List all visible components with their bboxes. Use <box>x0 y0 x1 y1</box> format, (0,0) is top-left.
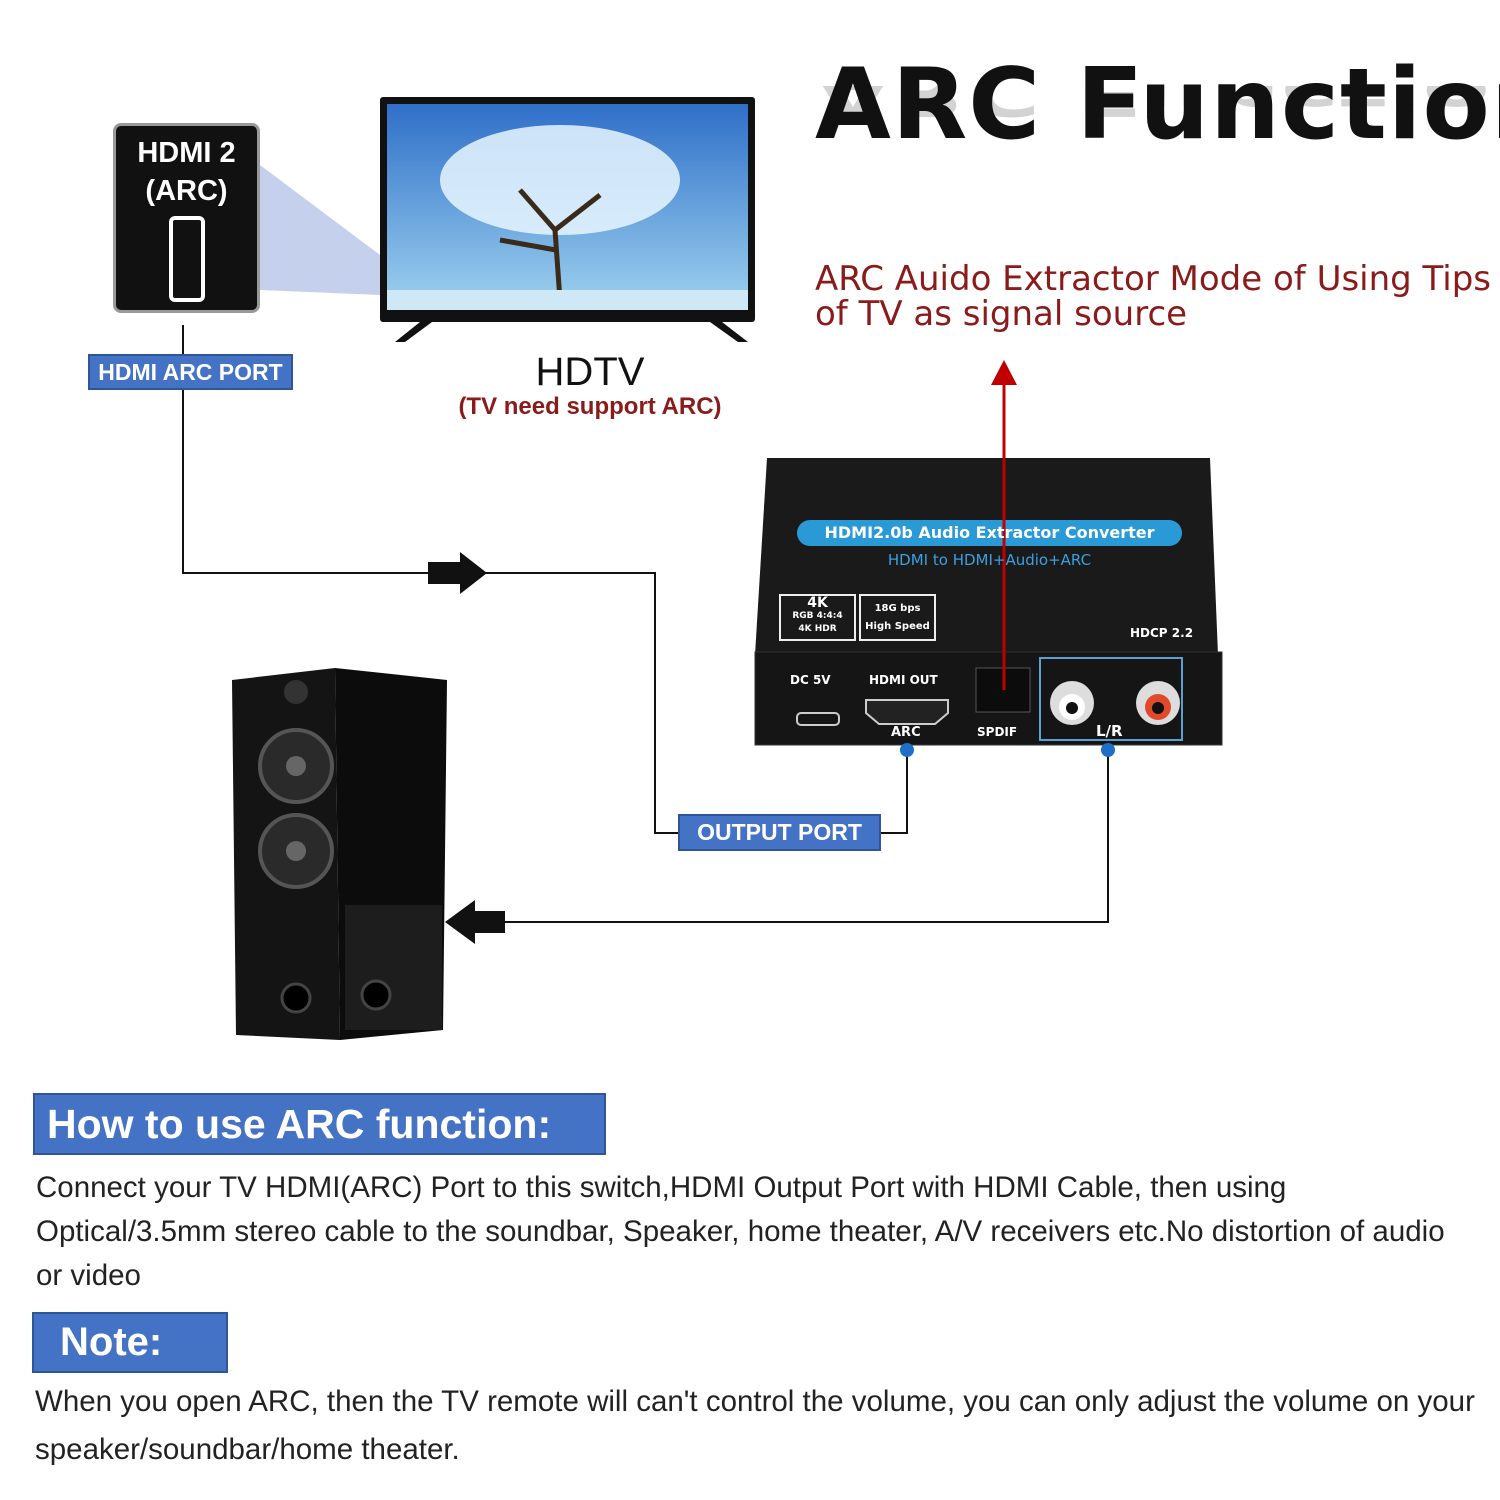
note-heading: Note: <box>32 1312 228 1373</box>
howto-heading: How to use ARC function: <box>33 1093 606 1155</box>
usage-tip: ARC Auido Extractor Mode of Using Tips o… <box>815 262 1495 332</box>
page-title: ARC Function <box>815 48 1500 162</box>
dc-port-label: DC 5V <box>790 673 831 687</box>
port-zoom-projection <box>260 165 380 295</box>
badge-4k-title: 4K <box>807 595 828 611</box>
badge-4k-rgb: RGB 4:4:4 <box>792 611 843 621</box>
usage-tip-line1: ARC Auido Extractor Mode of Using Tips <box>815 259 1492 299</box>
hdmi-port-icon <box>168 216 205 302</box>
output-port-label: OUTPUT PORT <box>678 814 881 851</box>
spdif-label: SPDIF <box>977 725 1018 739</box>
device-subtitle: HDMI to HDMI+Audio+ARC <box>887 551 1092 569</box>
badge-speed: 18G bps High Speed <box>860 600 935 636</box>
hdmi-arc-line <box>182 325 678 834</box>
badge-4k: 4K RGB 4:4:4 4K HDR <box>780 595 855 636</box>
note-text: When you open ARC, then the TV remote wi… <box>35 1385 1475 1466</box>
hdmi-arc-port-callout: HDMI 2 (ARC) <box>113 123 260 313</box>
badge-4k-hdr: 4K HDR <box>798 624 837 634</box>
device-name: HDMI2.0b Audio Extractor Converter <box>824 523 1155 542</box>
tv-note: (TV need support ARC) <box>458 393 722 420</box>
audio-extractor-device <box>754 458 1223 757</box>
port-name: HDMI 2 <box>137 137 236 169</box>
badge-speed-label: High Speed <box>865 621 930 632</box>
audio-line <box>505 752 1109 923</box>
hdmi-arc-port-label: HDMI ARC PORT <box>88 354 293 390</box>
arc-label: ARC <box>891 725 921 740</box>
port-type: (ARC) <box>145 175 228 207</box>
arrow-up-icon <box>991 360 1017 385</box>
connection-diagram <box>182 97 1223 1040</box>
badge-speed-rate: 18G bps <box>874 603 921 614</box>
hdmi-out-label: HDMI OUT <box>869 673 938 687</box>
output-line <box>880 752 908 834</box>
arrow-left-icon <box>445 900 505 944</box>
tower-speakers <box>232 668 447 1040</box>
tv-label: HDTV <box>535 350 645 394</box>
arrow-right-icon <box>428 552 487 594</box>
howto-text: Connect your TV HDMI(ARC) Port to this s… <box>36 1171 1445 1292</box>
tv-illustration <box>380 97 755 342</box>
hdcp-label: HDCP 2.2 <box>1130 626 1194 640</box>
lr-label: L/R <box>1096 722 1123 740</box>
usage-tip-line2: of TV as signal source <box>815 294 1188 334</box>
